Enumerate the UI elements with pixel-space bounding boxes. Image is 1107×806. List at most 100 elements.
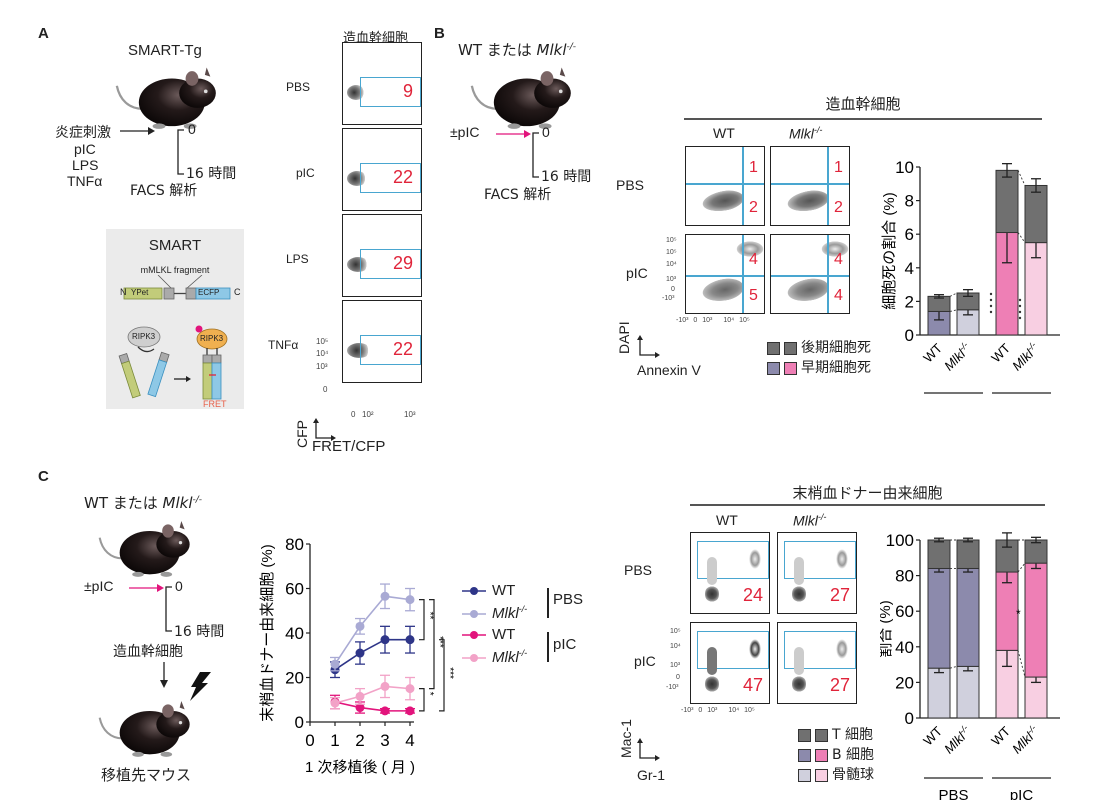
bar-connector [1017, 170, 1026, 186]
facs-c-xtick: 10³ [707, 707, 718, 714]
facs-a-ytick-1e4: 10⁴ [316, 349, 329, 358]
legend-swatch [815, 748, 828, 762]
facs-b-xticks: -10³ 0 10³ 10⁴ 10⁵ [676, 317, 750, 324]
y-tick-label: 40 [285, 624, 304, 643]
series-line [334, 638, 410, 671]
smart-ypet-label: YPet [131, 288, 149, 297]
row-label-pbs-c: PBS [624, 562, 653, 578]
recipient-mouse-icon [98, 692, 198, 760]
mouse-label-gene: Mlkl [536, 41, 567, 59]
facs-gate-value: 47 [742, 675, 763, 695]
facs-cell-cluster [749, 549, 761, 569]
panel-letter-a: A [38, 25, 49, 42]
category-label: Mlkl-/- [940, 340, 974, 374]
bar-connector [949, 665, 958, 669]
y-tick-label: 4 [905, 259, 914, 278]
facs-quadrant-line-vertical [742, 147, 744, 225]
time-end-b: 16 時間 [541, 169, 592, 185]
mouse-label-sup: -/- [192, 495, 203, 505]
significance-marker [989, 292, 993, 296]
bar-connector [1017, 232, 1026, 243]
x-tick-label: 0 [305, 731, 314, 750]
category-label: Mlkl-/- [1008, 723, 1042, 757]
facs-plot: 24 [690, 532, 770, 614]
legend-label: Mlkl [492, 605, 519, 623]
legend-group-pbs: PBS [553, 591, 584, 608]
facs-gate [784, 541, 856, 579]
mouse-label-b: WT または Mlkl-/- [458, 39, 576, 60]
facs-cell-cluster [836, 639, 848, 659]
col-label-mlkl-c: Mlkl-/- [793, 512, 826, 529]
data-point [405, 595, 415, 605]
facs-a-xtick-0: 0 [351, 410, 356, 419]
legend-label: B 細胞 [832, 747, 875, 763]
facs-quadrant-value-upper: 4 [749, 251, 758, 268]
facs-quadrant-line-horizontal [771, 275, 849, 277]
facs-cell-cluster [707, 557, 717, 585]
facs-b-ytick-4: 0 [671, 286, 675, 293]
ripk3-inactive [127, 326, 161, 348]
facs-gate-value: 22 [392, 167, 413, 187]
legend-label: 後期細胞死 [801, 340, 871, 356]
group-title-c: 末梢血ドナー由来細胞 [792, 484, 943, 502]
legend-swatch [784, 361, 797, 375]
legend-label-sup: -/- [518, 604, 528, 614]
facs-gate-value: 24 [742, 585, 763, 605]
irradiation-bolt-icon [190, 672, 211, 701]
facs-b-xtick: 0 [693, 317, 698, 324]
facs-c-xtick: 0 [698, 707, 703, 714]
y-axis-label: 割合 (%) [880, 600, 894, 658]
smart-ecfp-label: ECFP [198, 288, 220, 297]
analysis-label-b: FACS 解析 [484, 187, 552, 203]
facs-cell-cluster [794, 557, 804, 585]
significance-bracket [429, 599, 435, 690]
stimulus-lps: LPS [72, 157, 99, 173]
significance-marker [989, 298, 993, 302]
facs-gate [360, 335, 421, 365]
legend-label: WT [492, 626, 516, 643]
facs-a-ytick-1e3: 10³ [316, 362, 328, 371]
data-point [380, 706, 390, 716]
col-label-wt-c: WT [716, 512, 738, 528]
facs-cell-cluster [792, 585, 806, 603]
significance-marker [989, 304, 993, 308]
row-label-pic-c: pIC [634, 653, 656, 669]
group-title-underline [690, 504, 1045, 506]
y-tick-label: 8 [905, 192, 914, 211]
row-label-pbs-b: PBS [616, 177, 645, 193]
data-point [380, 591, 390, 601]
facs-gate [360, 77, 421, 107]
arrow-down-icon [160, 662, 168, 688]
facs-cell-cluster [792, 675, 806, 693]
facs-quadrant-line-vertical [742, 235, 744, 313]
legend-swatch [798, 748, 811, 762]
bar-segment [1024, 184, 1048, 244]
bar-segment [1024, 676, 1048, 719]
significance-label: *** [434, 636, 445, 648]
data-point [330, 698, 340, 708]
smart-diagram: SMART mMLKL fragment N YPet ECFP C RIPK3… [106, 229, 244, 409]
facs-quadrant-value-upper: 1 [749, 159, 758, 176]
significance-marker [1018, 316, 1022, 320]
facs-a-x-axis-label: FRET/CFP [312, 438, 386, 455]
col-label-mlkl-sup: -/- [813, 125, 823, 135]
x-tick-label: 3 [380, 731, 389, 750]
facs-c-ytick-2: 10³ [670, 662, 681, 669]
y-tick-label: 60 [285, 580, 304, 599]
significance-marker [989, 310, 993, 314]
facs-c-ytick-0: 10⁵ [670, 628, 681, 635]
smart-construct-diagram [118, 275, 231, 400]
y-tick-label: 0 [295, 713, 304, 732]
facs-b-y-axis-label: DAPI [616, 321, 632, 354]
significance-label: *** [444, 667, 455, 679]
cell-label-c: 造血幹細胞 [113, 644, 183, 660]
facs-plot: 27 [777, 532, 857, 614]
legend-swatch [798, 728, 811, 742]
mouse-label-prefix: WT または [458, 41, 537, 59]
y-tick-label: 20 [285, 669, 304, 688]
group-label: pIC [1010, 787, 1034, 800]
